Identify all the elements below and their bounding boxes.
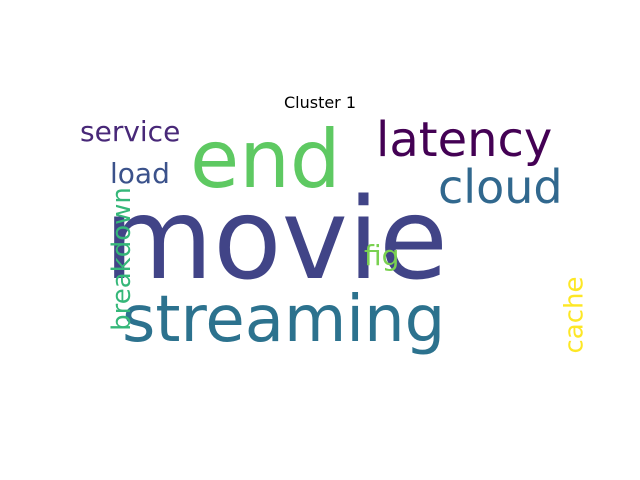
word-movie: movie	[104, 175, 448, 305]
figure-title: Cluster 1	[283, 93, 357, 112]
word-breakdown: breakdown	[106, 187, 137, 331]
word-service: service	[80, 115, 181, 148]
word-streaming: streaming	[122, 283, 446, 357]
word-load: load	[110, 157, 170, 190]
word-end: end	[190, 113, 341, 206]
word-cloud: movie end streaming latency cloud servic…	[80, 112, 590, 357]
word-latency: latency	[376, 112, 553, 168]
word-cache: cache	[559, 276, 590, 354]
word-fig: fig	[364, 239, 400, 272]
word-cloud-term: cloud	[438, 160, 563, 214]
